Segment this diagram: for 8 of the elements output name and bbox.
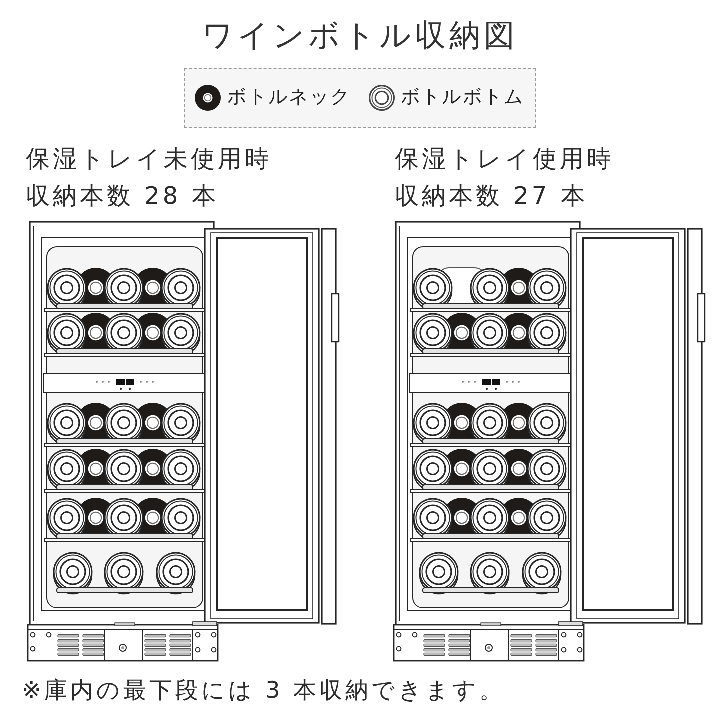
section-heading: 保湿トレイ使用時 [395,144,614,174]
diagram-title: ワインボトル収納図 [202,17,518,56]
bottle-count: 収納本数 28 本 [26,181,219,211]
bottle-count: 収納本数 27 本 [395,181,588,211]
section-heading: 保湿トレイ未使用時 [26,144,272,174]
legend-label: ボトルネック [227,86,351,110]
footnote: ※庫内の最下段には 3 本収納できます。 [22,677,506,706]
legend-label: ボトルボトム [401,86,525,110]
